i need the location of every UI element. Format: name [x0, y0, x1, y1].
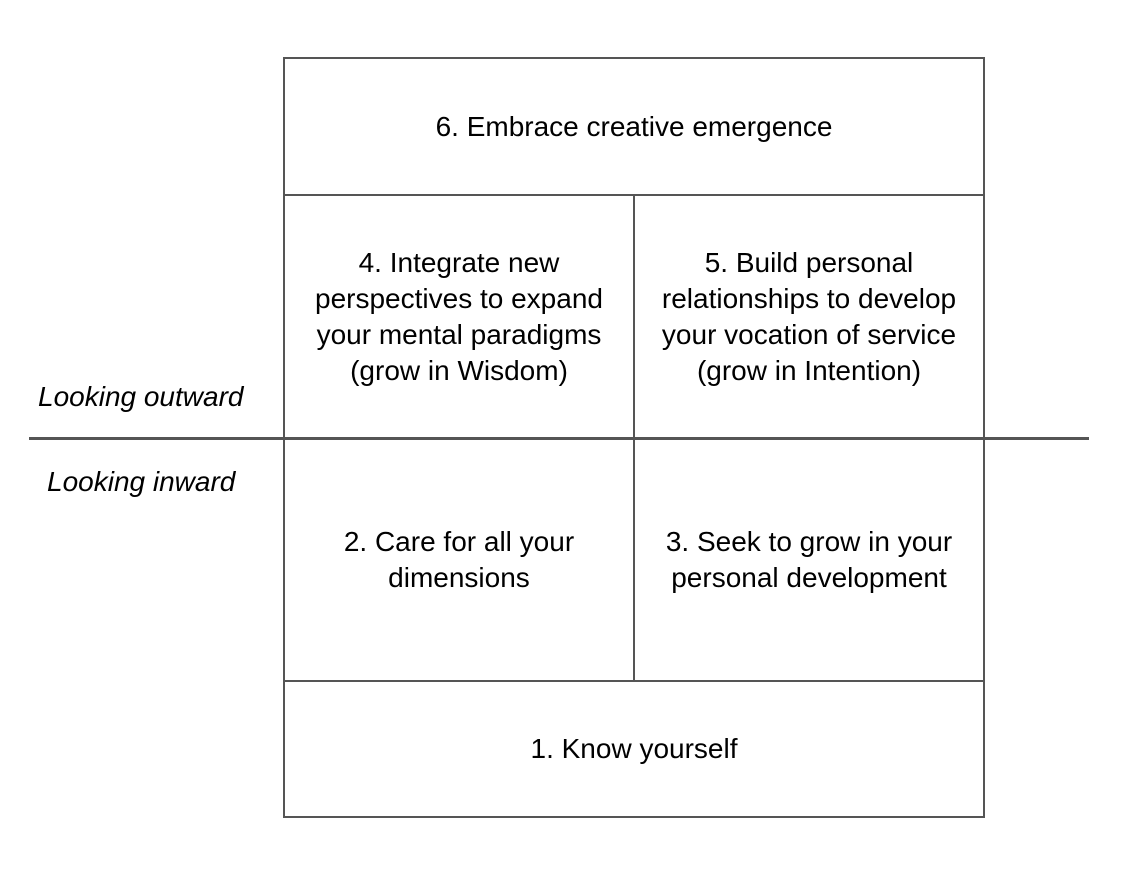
- box-step-2: 2. Care for all your dimensions: [283, 438, 635, 682]
- box-step-1-label: 1. Know yourself: [530, 733, 738, 764]
- inward-outward-divider: [29, 437, 1089, 440]
- box-step-3: 3. Seek to grow in your personal develop…: [633, 438, 985, 682]
- box-step-4-label: 4. Integrate new perspectives to expand …: [315, 247, 603, 386]
- box-step-5-label: 5. Build personal relationships to devel…: [661, 247, 957, 386]
- box-step-2-label: 2. Care for all your dimensions: [343, 526, 575, 593]
- looking-outward-label: Looking outward: [38, 381, 244, 412]
- box-step-6: 6. Embrace creative emergence: [283, 57, 985, 196]
- box-step-3-label: 3. Seek to grow in your personal develop…: [665, 526, 953, 593]
- box-step-1: 1. Know yourself: [283, 680, 985, 818]
- box-step-4: 4. Integrate new perspectives to expand …: [283, 194, 635, 440]
- box-step-5: 5. Build personal relationships to devel…: [633, 194, 985, 440]
- box-step-6-label: 6. Embrace creative emergence: [435, 110, 833, 142]
- looking-inward-label: Looking inward: [47, 466, 236, 497]
